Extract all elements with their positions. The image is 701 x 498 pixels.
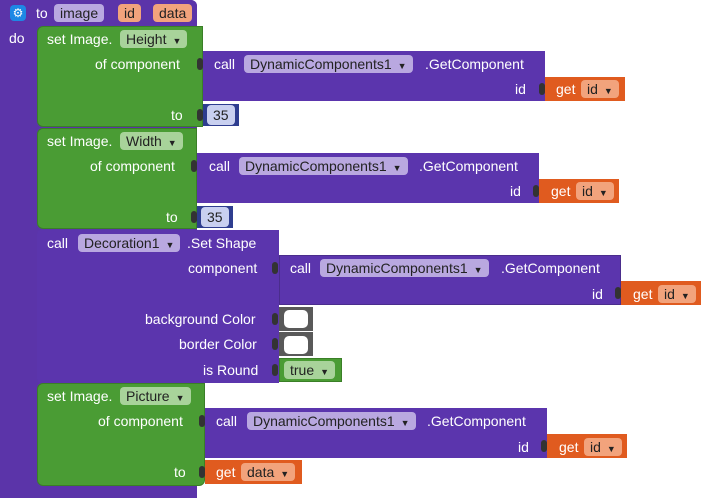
is-round-dropdown[interactable]: true▼	[284, 361, 336, 379]
call-label: call	[47, 235, 69, 251]
chevron-down-icon: ▼	[172, 36, 182, 46]
is-round-label: is Round	[203, 362, 259, 378]
socket-plug	[197, 109, 203, 121]
socket-plug	[533, 185, 539, 197]
width-property-dropdown[interactable]: Width▼	[120, 132, 183, 150]
set-height-label: set Image.	[47, 31, 113, 47]
chevron-down-icon: ▼	[175, 393, 185, 403]
component-dropdown[interactable]: DynamicComponents1▼	[244, 55, 413, 73]
param-id[interactable]: id	[118, 4, 141, 22]
set-width-label: set Image.	[47, 133, 113, 149]
chevron-down-icon: ▼	[392, 163, 402, 173]
id-socket-label: id	[515, 81, 526, 97]
chevron-down-icon: ▼	[473, 265, 483, 275]
chevron-down-icon: ▼	[165, 240, 175, 250]
width-value-field[interactable]: 35	[201, 207, 229, 227]
of-component-label: of component	[95, 56, 180, 72]
chevron-down-icon: ▼	[280, 469, 290, 479]
background-color-label: background Color	[145, 311, 256, 327]
id-socket-label: id	[592, 286, 603, 302]
get-label: get	[633, 286, 653, 302]
border-color-swatch[interactable]	[284, 336, 308, 354]
variable-dropdown[interactable]: id▼	[581, 80, 619, 98]
socket-plug	[199, 466, 205, 478]
border-color-label: border Color	[179, 336, 257, 352]
socket-plug	[541, 440, 547, 452]
variable-dropdown[interactable]: id▼	[658, 285, 696, 303]
data-variable-dropdown[interactable]: data▼	[241, 463, 296, 481]
variable-dropdown[interactable]: id▼	[576, 182, 614, 200]
param-data[interactable]: data	[153, 4, 193, 22]
gear-icon[interactable]: ⚙	[10, 5, 26, 21]
procedure-keyword: to	[36, 5, 48, 21]
chevron-down-icon: ▼	[320, 367, 330, 377]
socket-plug	[272, 364, 278, 376]
method-label: .GetComponent	[425, 56, 524, 72]
component-socket-label: component	[188, 260, 258, 276]
procedure-name-field[interactable]: image	[54, 4, 105, 22]
call-label: call	[216, 413, 238, 429]
id-socket-label: id	[510, 183, 521, 199]
socket-plug	[191, 211, 197, 223]
call-label: call	[214, 56, 236, 72]
chevron-down-icon: ▼	[680, 291, 690, 301]
height-value-field[interactable]: 35	[207, 105, 235, 125]
socket-plug	[272, 262, 278, 274]
chevron-down-icon: ▼	[400, 418, 410, 428]
of-component-label: of component	[98, 413, 183, 429]
chevron-down-icon: ▼	[397, 61, 407, 71]
socket-plug	[197, 58, 203, 70]
socket-plug	[539, 83, 545, 95]
chevron-down-icon: ▼	[606, 444, 616, 454]
do-label: do	[9, 30, 25, 46]
method-label: .GetComponent	[427, 413, 526, 429]
component-dropdown[interactable]: DynamicComponents1▼	[239, 157, 408, 175]
method-label: .GetComponent	[501, 260, 600, 276]
method-label: .GetComponent	[419, 158, 518, 174]
component-dropdown[interactable]: DynamicComponents1▼	[320, 259, 489, 277]
of-component-label: of component	[90, 158, 175, 174]
set-shape-call-block[interactable]	[37, 230, 279, 383]
decoration-component-dropdown[interactable]: Decoration1▼	[78, 234, 181, 252]
id-socket-label: id	[518, 439, 529, 455]
get-label: get	[559, 439, 579, 455]
to-label: to	[171, 107, 183, 123]
get-label: get	[556, 81, 576, 97]
component-dropdown[interactable]: DynamicComponents1▼	[247, 412, 416, 430]
to-label: to	[166, 209, 178, 225]
set-shape-method-label: .Set Shape	[187, 235, 257, 251]
variable-dropdown[interactable]: id▼	[584, 438, 622, 456]
socket-plug	[191, 160, 197, 172]
chevron-down-icon: ▼	[603, 86, 613, 96]
socket-plug	[615, 287, 621, 299]
chevron-down-icon: ▼	[598, 188, 608, 198]
call-label: call	[290, 260, 312, 276]
get-label: get	[551, 183, 571, 199]
call-label: call	[209, 158, 231, 174]
set-picture-label: set Image.	[47, 388, 113, 404]
chevron-down-icon: ▼	[167, 138, 177, 148]
get-label: get	[216, 464, 236, 480]
picture-property-dropdown[interactable]: Picture▼	[120, 387, 191, 405]
socket-plug	[199, 415, 205, 427]
socket-plug	[272, 313, 278, 325]
socket-plug	[272, 338, 278, 350]
background-color-swatch[interactable]	[284, 310, 308, 328]
to-label: to	[174, 464, 186, 480]
height-property-dropdown[interactable]: Height▼	[120, 30, 188, 48]
